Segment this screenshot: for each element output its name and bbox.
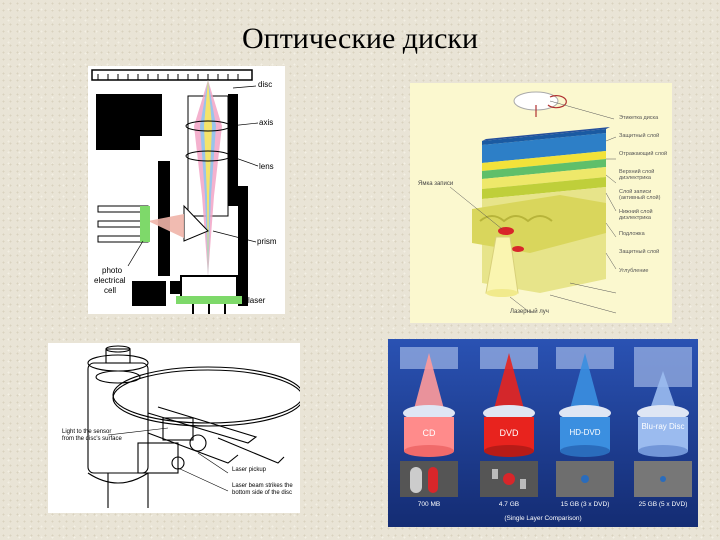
label-laser: laser (248, 296, 266, 305)
layer-label: Защитный слой (619, 133, 660, 140)
layer-legend: Этикетка диска Защитный слой Отражающий … (619, 115, 671, 274)
comparison-footer: (Single Layer Comparison) (504, 515, 582, 522)
label-electrical: electrical (94, 276, 126, 285)
disc-layers-diagram: Ямка записи Лазерный луч Этикетка диска … (410, 83, 672, 323)
layer-label: (активный слой) (619, 195, 661, 202)
label-prism: prism (257, 237, 277, 246)
label-photo: photo (102, 266, 123, 275)
capacity-dvd: 4.7 GB (498, 501, 520, 508)
label-pit: Ямка записи (418, 181, 454, 187)
layer-label: диэлектрика (619, 215, 651, 222)
layer-label: Защитный слой (619, 249, 660, 256)
annotation-laser-pickup: Laser pickup (232, 467, 267, 473)
label-axis: axis (259, 118, 274, 127)
capacity-hddvd: 15 GB (3 x DVD) (560, 501, 610, 508)
layer-label: Отражающий слой (619, 151, 668, 158)
layer-label: Верхний слой (619, 169, 655, 176)
format-label-dvd: DVD (499, 428, 519, 438)
layer-label: диэлектрика (619, 175, 651, 182)
format-label-bluray: Blu-ray Disc (641, 422, 685, 431)
annotation-light-sensor: Light to the sensor from the disc's surf… (62, 429, 122, 442)
annotation-laser-beam: Laser beam strikes the bottom side of th… (232, 483, 293, 496)
layer-label: Нижний слой (619, 209, 653, 216)
drive-schematic-diagram: disc axis lens prism photo electrical ce… (88, 66, 285, 314)
format-comparison-diagram: CD DVD HD-DVD Blu-ray Disc 700 MB 4.7 GB… (388, 339, 698, 527)
label-lens: lens (259, 162, 274, 171)
label-cell: cell (104, 286, 117, 295)
capacity-cd: 700 MB (417, 501, 441, 508)
label-laser-beam: Лазерный луч (510, 309, 549, 315)
format-label-hddvd: HD-DVD (569, 428, 601, 437)
page-title: Оптические диски (241, 22, 479, 55)
format-label-cd: CD (422, 428, 436, 438)
label-disc: disc (258, 80, 273, 89)
drive-mechanism-drawing: Light to the sensor from the disc's surf… (48, 343, 300, 513)
layer-label: Подложка (619, 231, 645, 238)
layer-label: Слой записи (619, 189, 652, 196)
capacity-bluray: 25 GB (5 x DVD) (638, 501, 688, 508)
layer-label: Этикетка диска (619, 115, 659, 121)
layer-label: Углубление (619, 267, 649, 274)
